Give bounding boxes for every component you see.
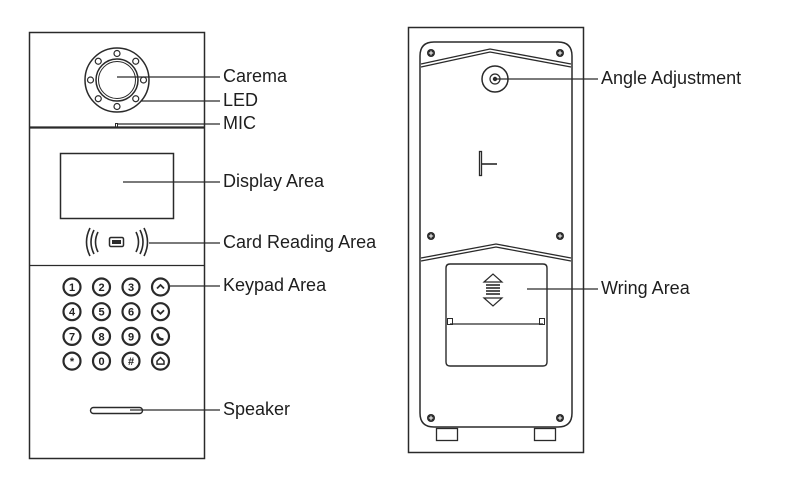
key-label: 8 [98, 331, 104, 343]
keypad-key: 0 [91, 351, 112, 371]
keypad-key: 2 [91, 277, 112, 297]
key-label: # [128, 356, 134, 368]
key-label: 4 [69, 307, 76, 319]
keypad-key: 4 [62, 302, 82, 322]
mic-hole [115, 123, 118, 128]
label-display: Display Area [223, 171, 325, 191]
led-icon [113, 102, 121, 111]
label-card: Card Reading Area [223, 232, 377, 252]
rfid-card-icon [85, 227, 149, 257]
screw-icon [556, 49, 564, 57]
keypad-key: # [121, 351, 141, 371]
label-mic: MIC [223, 113, 256, 133]
keypad-key: 7 [62, 326, 82, 346]
led-icon [113, 49, 121, 58]
key-label: * [70, 356, 75, 368]
keypad-key: * [62, 351, 82, 371]
label-camera: Carema [223, 66, 288, 86]
keypad-key: 5 [91, 302, 112, 322]
back-panel [407, 26, 585, 454]
wiring-tab-right [539, 318, 545, 325]
screw-icon [427, 232, 435, 240]
keypad: 1 2 3 4 5 6 7 8 9 * 0 # [62, 277, 171, 371]
key-label: 1 [69, 282, 75, 294]
foot-left [435, 427, 459, 442]
label-keypad: Keypad Area [223, 275, 327, 295]
screws [427, 49, 564, 422]
back-plate [419, 41, 573, 428]
keypad-key: 3 [121, 277, 141, 297]
keypad-key: 9 [121, 326, 141, 346]
label-wiring-area: Wring Area [601, 278, 691, 298]
wiring-cover [445, 263, 548, 367]
front-panel [28, 31, 206, 460]
key-down-icon [150, 302, 171, 322]
label-led: LED [223, 90, 258, 110]
display-area [59, 152, 175, 220]
key-call-icon [150, 326, 171, 346]
screw-icon [427, 49, 435, 57]
key-label: 0 [98, 356, 104, 368]
led-icon [94, 95, 102, 103]
slide-arrows-icon [482, 273, 504, 307]
mount-marker [478, 150, 497, 177]
key-up-icon [150, 277, 171, 297]
key-label: 9 [128, 331, 134, 343]
led-ring [86, 49, 148, 111]
keypad-key: 1 [62, 277, 82, 297]
lower-chevron [420, 243, 572, 259]
screw-icon [556, 414, 564, 422]
key-label: 3 [128, 282, 134, 294]
front-leaders [117, 76, 220, 411]
keypad-key: 6 [121, 302, 141, 322]
key-label: 5 [98, 307, 104, 319]
upper-chevron [420, 48, 572, 65]
screw-icon [556, 232, 564, 240]
back-view [407, 26, 585, 454]
foot-right [533, 427, 557, 442]
key-label: 7 [69, 331, 75, 343]
led-icon [132, 57, 140, 65]
back-leaders [495, 78, 598, 290]
key-label: 2 [98, 282, 104, 294]
front-view: 1 2 3 4 5 6 7 8 9 * 0 # [28, 31, 206, 460]
camera-icon [84, 47, 150, 113]
led-icon [86, 76, 95, 84]
label-speaker: Speaker [223, 399, 290, 419]
screw-icon [427, 414, 435, 422]
led-icon [94, 57, 102, 65]
led-icon [139, 76, 148, 84]
label-angle-adjustment: Angle Adjustment [601, 68, 741, 88]
keypad-key: 8 [91, 326, 112, 346]
led-icon [132, 95, 140, 103]
wiring-tab-left [447, 318, 453, 325]
key-label: 6 [128, 307, 134, 319]
key-home-icon [150, 351, 171, 371]
